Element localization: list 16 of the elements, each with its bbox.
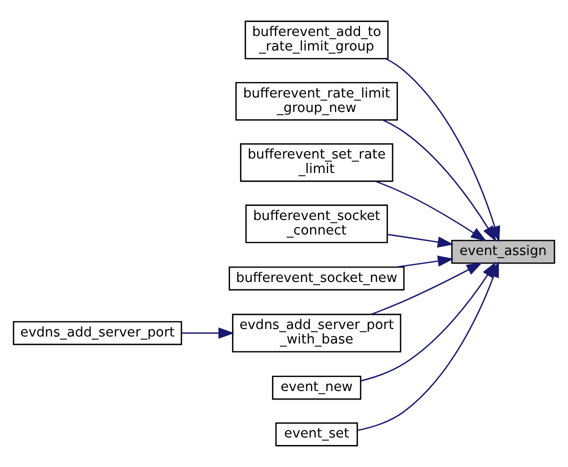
node-box: bufferevent_socket _connect [245,204,388,244]
node-box: event_new [272,376,362,400]
arrow [370,262,483,315]
node-box: bufferevent_set_rate _limit [240,143,394,182]
node-box: bufferevent_add_to _rate_limit_group [244,20,389,60]
node-box: event_assign [451,240,556,264]
node-box: evdns_add_server_port [12,321,182,346]
node-box: bufferevent_rate_limit _group_new [235,82,398,121]
arrow [182,327,234,339]
arrow [396,256,454,268]
node-box: bufferevent_socket_new [228,266,405,290]
node-box: event_set [275,422,358,446]
arrow [387,234,454,248]
node-box: evdns_add_server_port _with_base [232,314,402,352]
arrow [382,119,496,242]
arrow [375,180,487,242]
